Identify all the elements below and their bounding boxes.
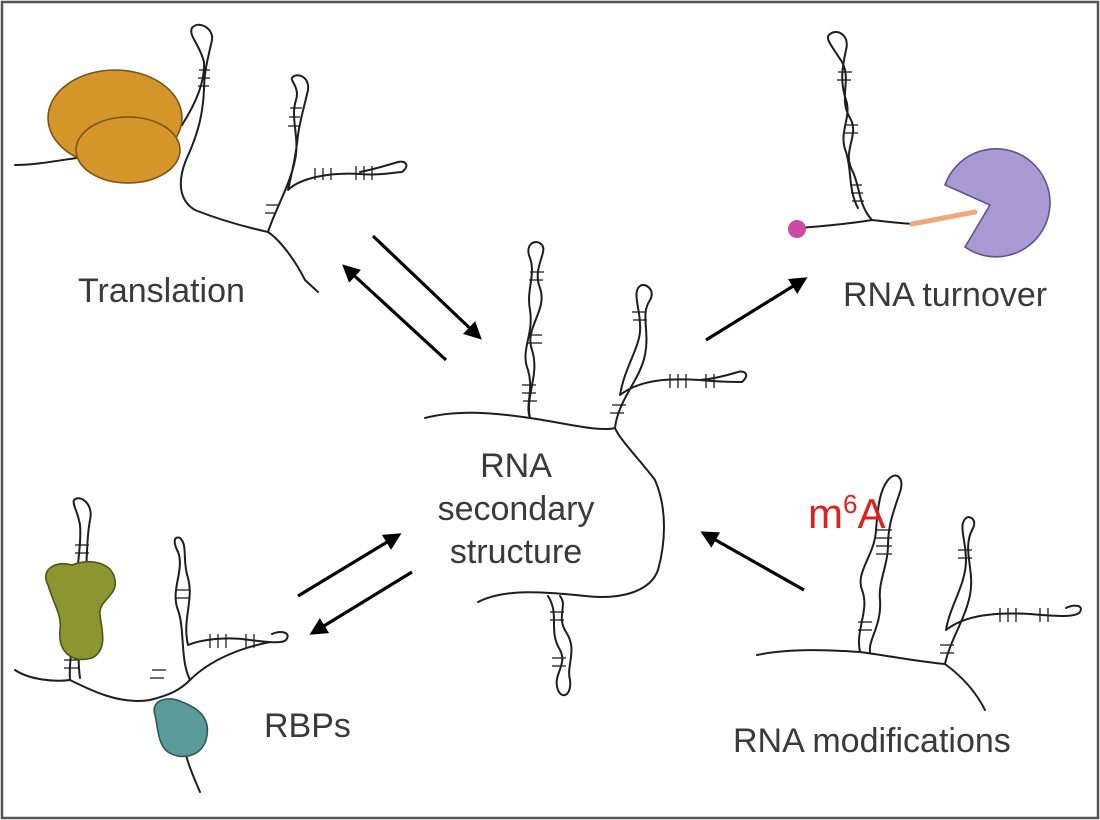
translation-rna: [14, 23, 408, 293]
center-rna: [424, 241, 748, 697]
arrow-translation-to-structure: [371, 234, 482, 340]
arrow-structure-to-rbps: [309, 570, 413, 635]
translation-label: Translation: [78, 272, 245, 310]
ribosome: [47, 69, 183, 184]
arrow-structure-to-translation: [342, 264, 448, 362]
arrow-rbps-to-structure: [297, 533, 402, 598]
rbp-green-protein: [45, 561, 116, 661]
exonuclease-pacman: [944, 147, 1051, 258]
m6a-modification-label: m6A: [808, 489, 885, 537]
rbp-teal-protein: [153, 698, 209, 758]
rbp-rna: [14, 497, 289, 793]
turnover-rna: [796, 31, 916, 229]
mrna-cap: [788, 220, 806, 238]
rbps-label: RBPs: [264, 707, 351, 745]
rna-turnover-label: RNA turnover: [843, 276, 1047, 314]
arrow-structure-to-turnover: [705, 277, 808, 342]
center-label-line3: structure: [450, 533, 582, 571]
rna-modifications-label: RNA modifications: [733, 722, 1011, 760]
center-label-line1: RNA: [480, 447, 552, 485]
arrow-modifications-to-structure: [700, 531, 805, 592]
modification-rna: [756, 474, 1082, 711]
exonuclease-link: [909, 209, 978, 227]
center-label-line2: secondary: [438, 490, 595, 528]
